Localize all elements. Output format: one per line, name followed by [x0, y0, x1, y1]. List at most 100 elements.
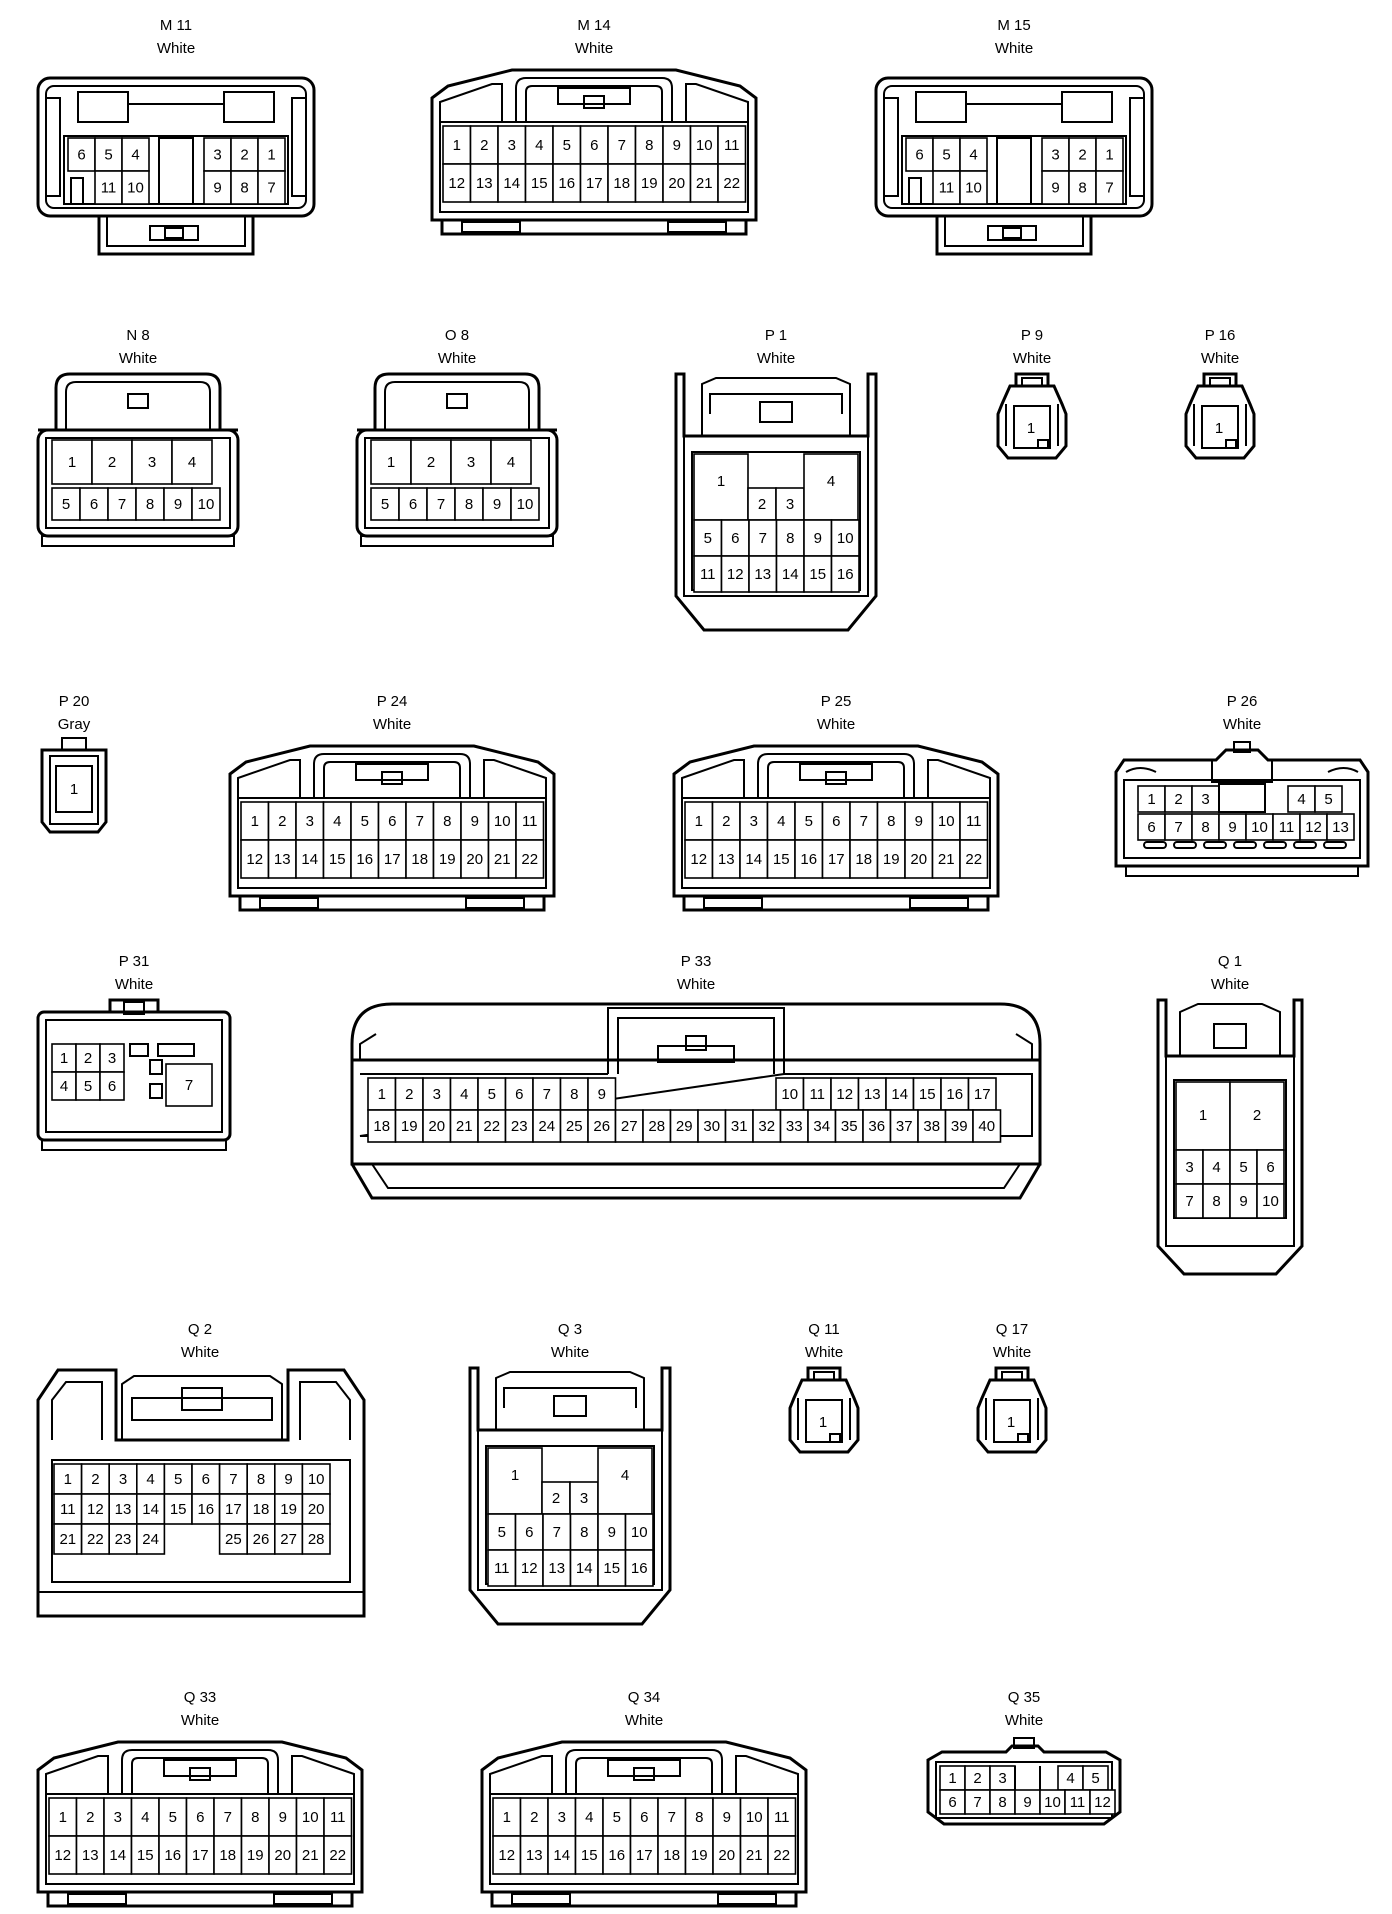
pin-number: 7	[860, 813, 868, 830]
pin-cell	[1326, 813, 1355, 841]
outline	[757, 753, 915, 798]
pin-cell	[766, 839, 796, 879]
pin-number: 3	[580, 1490, 588, 1507]
pin-number: 3	[750, 813, 758, 830]
pin-number: 20	[308, 1501, 325, 1518]
pin-cell	[203, 137, 232, 172]
pin-number: 10	[746, 1809, 763, 1826]
pin-cell	[323, 1835, 353, 1875]
pin-number: 20	[466, 851, 483, 868]
pin-number: 21	[456, 1118, 473, 1135]
pin-number: 5	[1324, 791, 1332, 808]
pin-number: 1	[948, 1770, 956, 1787]
pin-cell	[350, 839, 380, 879]
pin-cell	[442, 125, 472, 165]
pin-number: 4	[1212, 1159, 1220, 1176]
pin-number: 21	[59, 1531, 76, 1548]
outline	[121, 1749, 279, 1794]
connector-id: P 9	[1021, 327, 1043, 344]
connector-id: P 26	[1227, 693, 1258, 710]
pin-number: 16	[197, 1501, 214, 1518]
outline	[1037, 439, 1049, 449]
outline	[350, 1163, 1042, 1200]
outline	[1193, 404, 1247, 446]
pin-cell	[51, 439, 93, 485]
pin-number: 23	[115, 1531, 132, 1548]
pin-cell	[1229, 1081, 1285, 1151]
outline	[1202, 372, 1238, 386]
pin-cell	[91, 439, 133, 485]
pin-number: 4	[460, 1086, 468, 1103]
pin-number: 12	[836, 1086, 853, 1103]
pin-number: 13	[718, 851, 735, 868]
pin-cell	[862, 1109, 892, 1143]
pin-number: 20	[428, 1118, 445, 1135]
outline	[735, 1755, 799, 1794]
pin-cell	[1082, 1765, 1109, 1791]
pin-number: 5	[563, 137, 571, 154]
pin-cell	[477, 1077, 507, 1111]
pin-number: 14	[576, 1560, 593, 1577]
pin-cell	[323, 1797, 353, 1837]
pin-number: 38	[923, 1118, 940, 1135]
pin-number: 9	[1239, 1193, 1247, 1210]
pin-number: 14	[891, 1086, 908, 1103]
pin-cell	[426, 487, 456, 521]
pin-cell	[515, 801, 545, 841]
pin-number: 5	[104, 146, 112, 163]
pin-number: 10	[517, 496, 534, 513]
connector-id: M 11	[160, 17, 192, 34]
pin-cell	[830, 1077, 860, 1111]
pin-number: 15	[919, 1086, 936, 1103]
connector-id: Q 3	[558, 1321, 582, 1338]
outline	[440, 220, 748, 236]
pin-number: 6	[525, 1524, 533, 1541]
pin-number: 15	[773, 851, 790, 868]
pin-cell	[684, 839, 714, 879]
connector-color: White	[115, 976, 153, 993]
pin-cell	[597, 1549, 627, 1587]
pin-number: 16	[946, 1086, 963, 1103]
outline	[45, 85, 307, 209]
pin-cell	[514, 1549, 544, 1587]
pin-number: 13	[526, 1847, 543, 1864]
outline	[1013, 1737, 1035, 1749]
pin-number: 11	[494, 1560, 510, 1577]
outline	[909, 897, 969, 909]
pin-number: 18	[663, 1847, 680, 1864]
connector-color: White	[551, 1344, 589, 1361]
pin-number: 4	[827, 473, 835, 490]
pin-cell	[218, 1523, 249, 1555]
outline	[874, 76, 1154, 218]
pin-number: 10	[938, 813, 955, 830]
pin-number: 1	[70, 781, 78, 798]
outline	[607, 1759, 681, 1777]
latch-slot	[1293, 841, 1317, 849]
pin-number: 7	[553, 1524, 561, 1541]
pin-cell	[301, 1493, 331, 1525]
pin-number: 3	[1051, 146, 1059, 163]
pin-number: 4	[507, 454, 515, 471]
pin-cell	[657, 1835, 687, 1875]
connector-id: P 16	[1205, 327, 1236, 344]
connector-id: Q 35	[1008, 1689, 1041, 1706]
outline	[525, 85, 663, 122]
pin-number: 7	[437, 496, 445, 513]
pin-cell	[410, 439, 452, 485]
outline	[273, 1893, 333, 1905]
connector-color: White	[677, 976, 715, 993]
pin-cell	[597, 1447, 653, 1515]
pin-cell	[889, 1109, 919, 1143]
pin-cell	[191, 1493, 221, 1525]
pin-number: 14	[745, 851, 762, 868]
pin-cell	[295, 801, 325, 841]
pin-cell	[469, 125, 499, 165]
pin-cell	[1137, 785, 1166, 813]
pin-number: 2	[86, 1809, 94, 1826]
outline	[483, 759, 547, 798]
outline	[935, 216, 1093, 256]
pin-number: 5	[62, 496, 70, 513]
pin-number: 35	[841, 1118, 858, 1135]
